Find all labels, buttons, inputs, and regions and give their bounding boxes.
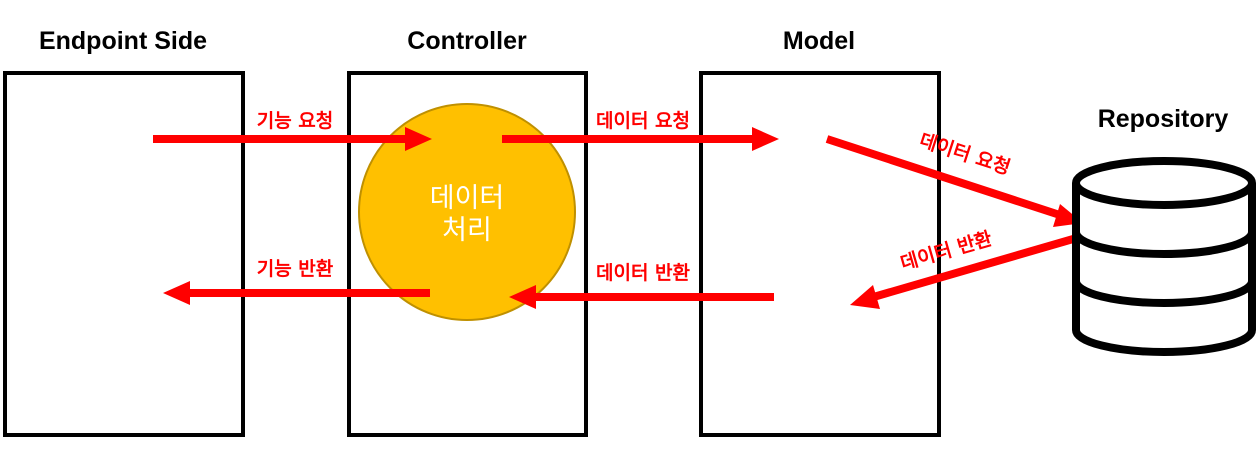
- model-box: [699, 71, 941, 437]
- data-processing-label-line1: 데이터: [430, 183, 505, 214]
- repository-title: Repository: [1098, 105, 1229, 133]
- feature-request-label: 기능 요청: [257, 110, 334, 132]
- arrowhead-icon: [850, 285, 880, 309]
- data-request-model-arrow: [502, 127, 779, 151]
- data-request-model-label: 데이터 요청: [596, 110, 690, 132]
- database-icon: [1072, 157, 1256, 356]
- controller-title: Controller: [407, 27, 527, 55]
- data-return-model-arrow: [509, 285, 774, 309]
- arrowhead-icon: [752, 127, 779, 151]
- data-return-model-label: 데이터 반환: [596, 262, 691, 284]
- arrowhead-icon: [405, 127, 432, 151]
- data-processing-label-line2: 처리: [442, 215, 492, 246]
- feature-return-arrow: [163, 281, 430, 305]
- endpoint-side-title: Endpoint Side: [39, 27, 207, 55]
- endpoint-side-box: [3, 71, 245, 437]
- data-return-repository-arrow: [850, 233, 1082, 309]
- feature-request-arrow: [153, 127, 432, 151]
- arrowhead-icon: [163, 281, 190, 305]
- model-title: Model: [783, 27, 855, 55]
- arrowhead-icon: [509, 285, 536, 309]
- feature-return-label: 기능 반환: [257, 258, 334, 280]
- data-processing-circle: [358, 103, 576, 321]
